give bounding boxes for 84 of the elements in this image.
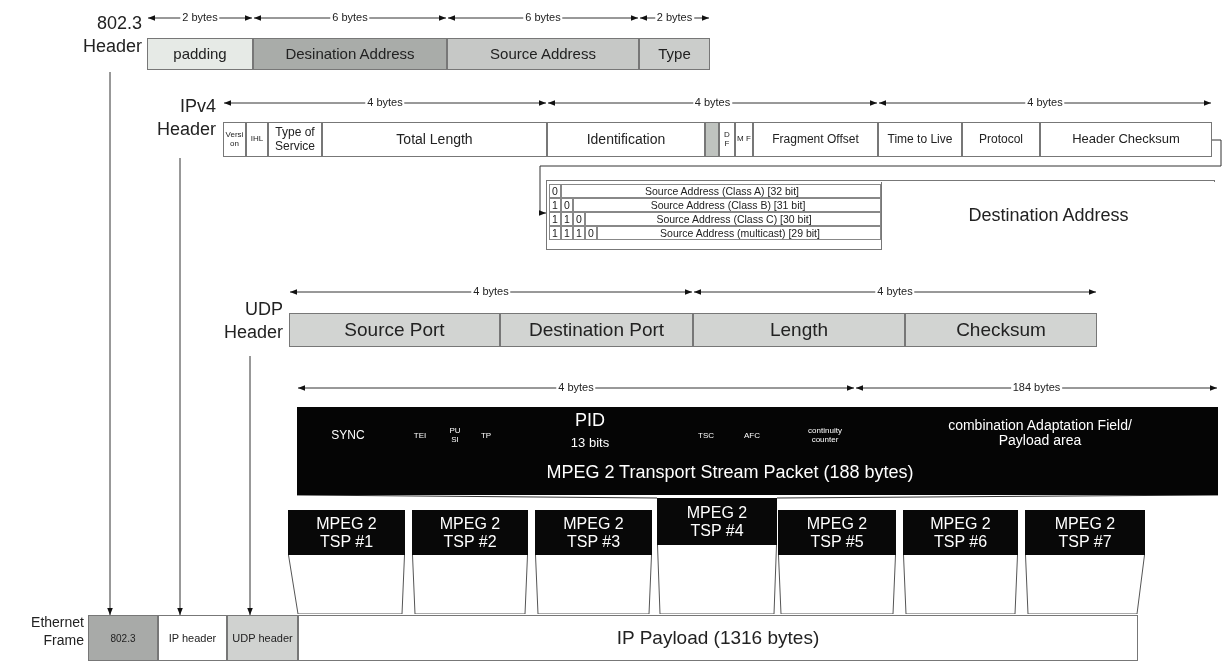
table-cell: Source Address (Class C) [30 bit] <box>585 212 881 226</box>
arrow <box>177 157 183 616</box>
segment-label: MPEG 2 TSP #6 <box>903 510 1018 555</box>
header-field: Source Address <box>447 38 639 70</box>
header-label: IPv4 Header <box>155 95 216 140</box>
dimension-label: 4 bytes <box>471 285 511 297</box>
segment-label: MPEG 2 TSP #5 <box>778 510 896 555</box>
packet-segment <box>903 510 1018 614</box>
field-label: PID <box>574 411 606 431</box>
field-label: SYNC <box>330 429 366 443</box>
arrow <box>107 71 113 616</box>
field-bar <box>705 122 719 157</box>
header-field: IHL <box>246 122 268 157</box>
header-field: Total Length <box>322 122 547 157</box>
table-cell: Source Address (multicast) [29 bit] <box>597 226 881 240</box>
bit-cell: 1 <box>549 226 561 240</box>
segment-label: MPEG 2 TSP #1 <box>288 510 405 555</box>
field-label: TP <box>479 431 493 441</box>
bit-cell: 1 <box>561 212 573 226</box>
header-label: Ethernet Frame <box>30 614 84 649</box>
bit-cell: 0 <box>573 212 585 226</box>
segment-label: MPEG 2 TSP #3 <box>535 510 652 555</box>
header-field: Length <box>693 313 905 347</box>
header-field: Header Checksum <box>1040 122 1212 157</box>
segment-label: MPEG 2 TSP #7 <box>1025 510 1145 555</box>
header-field: UDP header <box>227 615 298 661</box>
header-field: M F <box>735 122 753 157</box>
header-field: Desination Address <box>253 38 447 70</box>
header-field: Protocol <box>962 122 1040 157</box>
packet-segment <box>1025 510 1145 614</box>
dimension-label: 4 bytes <box>556 381 596 393</box>
header-field: 802.3 <box>88 615 158 661</box>
bit-cell: 0 <box>549 184 561 198</box>
table-cell: Source Address (Class B) [31 bit] <box>573 198 881 212</box>
header-field: Type of Service <box>268 122 322 157</box>
segment-label: MPEG 2 TSP #4 <box>657 498 777 545</box>
dimension-label: 6 bytes <box>330 11 370 23</box>
bit-cell: 1 <box>549 198 561 212</box>
header-field: Checksum <box>905 313 1097 347</box>
field-label: continuity counter <box>807 427 843 445</box>
field-label: 13 bits <box>569 435 611 451</box>
header-field: Versi on <box>223 122 246 157</box>
header-field: Destination Port <box>500 313 693 347</box>
dimension-label: 4 bytes <box>875 285 915 297</box>
header-field: D F <box>719 122 735 157</box>
bit-cell: 1 <box>561 226 573 240</box>
bit-cell: 1 <box>549 212 561 226</box>
dimension-label: 2 bytes <box>180 11 220 23</box>
arrow <box>247 355 253 616</box>
packet-segment <box>288 510 405 614</box>
header-field: padding <box>147 38 253 70</box>
header-label: 802.3 Header <box>81 12 142 57</box>
dimension-label: 4 bytes <box>1025 96 1065 108</box>
header-field: Destination Address <box>881 182 1215 250</box>
packet-segment <box>535 510 652 614</box>
packet-segment <box>412 510 528 614</box>
field-label: TSC <box>697 431 715 441</box>
table-cell: Source Address (Class A) [32 bit] <box>561 184 881 198</box>
field-label: AFC <box>743 431 761 441</box>
bit-cell: 0 <box>561 198 573 212</box>
packet-box <box>297 407 1218 495</box>
header-label: UDP Header <box>222 298 283 343</box>
field-label: PU SI <box>448 427 462 445</box>
dimension-label: 4 bytes <box>692 96 733 108</box>
header-field: Source Port <box>289 313 500 347</box>
header-field: IP header <box>158 615 227 661</box>
field-label: MPEG 2 Transport Stream Packet (188 bytes) <box>545 463 915 483</box>
dimension-label: 184 bytes <box>1010 381 1063 393</box>
header-field: Time to Live <box>878 122 962 157</box>
segment-label: MPEG 2 TSP #2 <box>412 510 528 555</box>
dimension-label: 2 bytes <box>654 11 695 23</box>
bit-cell: 1 <box>573 226 585 240</box>
dimension-label: 6 bytes <box>523 11 563 23</box>
arrow <box>539 139 1222 216</box>
header-field: Fragment Offset <box>753 122 878 157</box>
field-label: TEI <box>412 431 428 441</box>
field-label: combination Adaptation Field/ Payload area <box>947 417 1133 449</box>
packet-segment <box>778 510 896 614</box>
bit-cell: 0 <box>585 226 597 240</box>
dimension-label: 4 bytes <box>365 96 405 108</box>
packet-segment <box>657 498 777 614</box>
header-field: Type <box>639 38 710 70</box>
header-field: Identification <box>547 122 705 157</box>
address-table <box>546 180 1215 250</box>
